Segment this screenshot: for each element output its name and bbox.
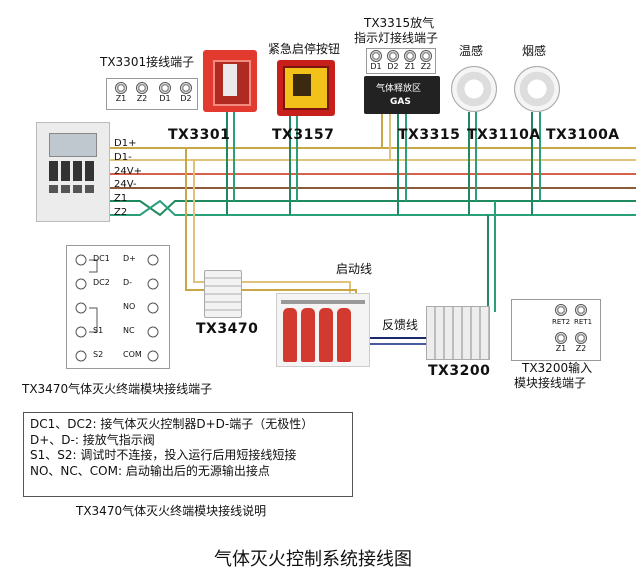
tx3470-notes-box: DC1、DC2: 接气体灭火控制器D+D-端子（无极性） D+、D-: 接放气指… xyxy=(23,412,353,497)
indicator-sign-text: 气体释放区 xyxy=(376,84,422,94)
module-label-com: COM xyxy=(123,350,142,359)
tx3200-terminal-title-line1: TX3200输入 xyxy=(522,361,593,375)
main-title: 气体灭火控制系统接线图 xyxy=(214,549,412,570)
indicator-sign-gas: GAS xyxy=(390,97,411,107)
tx3470-terminal-diagram: D+ D- NO NC COM DC1 DC2 S1 S2 xyxy=(66,245,170,369)
model-tx3470: TX3470 xyxy=(196,321,259,337)
bus-z2 xyxy=(108,199,636,216)
bus-label-24v-plus: 24V+ xyxy=(114,166,142,177)
tx3200-terminal-title-line2: 模块接线端子 xyxy=(514,376,587,390)
tx3315-title-line1: TX3315放气 xyxy=(364,16,435,30)
model-tx3301: TX3301 xyxy=(168,127,231,143)
model-tx3110a: TX3110A xyxy=(467,127,541,143)
model-tx3157: TX3157 xyxy=(272,127,335,143)
tx3200-terminal-block: RET2 RET1 Z1 Z2 xyxy=(511,299,601,361)
bus-label-z2: Z2 xyxy=(114,207,128,218)
gas-cylinder-rack xyxy=(276,293,370,367)
emergency-button-title: 紧急启停按钮 xyxy=(268,42,341,56)
tx3110a-heat-detector xyxy=(451,66,497,112)
module-label-s1: S1 xyxy=(93,326,104,335)
bus-z1 xyxy=(108,200,636,217)
tx3470-terminal-caption: TX3470气体灭火终端模块接线端子 xyxy=(22,382,213,396)
module-label-s2: S2 xyxy=(93,350,104,359)
note-line: S1、S2: 调试时不连接，投入运行后用短接线短接 xyxy=(30,448,297,462)
gas-cylinder xyxy=(319,308,333,362)
module-label-d-plus: D+ xyxy=(123,254,136,263)
feedback-line-label: 反馈线 xyxy=(382,318,419,332)
module-label-dc1: DC1 xyxy=(93,254,110,263)
gas-cylinder xyxy=(301,308,315,362)
gas-valve-manifold xyxy=(281,300,365,304)
tx3301-terminal-title: TX3301接线端子 xyxy=(100,55,195,69)
note-line: DC1、DC2: 接气体灭火控制器D+D-端子（无极性） xyxy=(30,417,314,431)
controller-buttons xyxy=(49,161,97,181)
temp-sensor-title: 温感 xyxy=(459,44,484,58)
tx3301-manual-alarm xyxy=(203,50,257,112)
gas-extinguishing-controller xyxy=(36,122,110,222)
tx3301-terminal-block: Z1 Z2 D1 D2 xyxy=(106,78,198,110)
tx3470-module xyxy=(204,270,242,318)
bus-label-z1: Z1 xyxy=(114,193,128,204)
tx3200-label-ret2: RET2 xyxy=(552,318,571,326)
notes-caption: TX3470气体灭火终端模块接线说明 xyxy=(76,504,267,518)
smoke-sensor-title: 烟感 xyxy=(522,44,547,58)
gas-cylinder xyxy=(337,308,351,362)
bus-label-24v-minus: 24V- xyxy=(114,179,137,190)
tx3315-title-line2: 指示灯接线端子 xyxy=(354,31,439,45)
controller-keypad xyxy=(49,185,97,193)
tx3315-terminal-block: D1 D2 Z1 Z2 xyxy=(366,48,436,74)
bus-label-d1-minus: D1- xyxy=(114,152,132,163)
bus-label-d1-plus: D1+ xyxy=(114,138,137,149)
tx3200-module xyxy=(426,306,490,360)
tx3200-label-ret1: RET1 xyxy=(574,318,593,326)
controller-display xyxy=(49,133,97,157)
model-tx3200: TX3200 xyxy=(428,363,491,379)
module-label-nc: NC xyxy=(123,326,135,335)
gas-cylinder xyxy=(283,308,297,362)
model-tx3100a: TX3100A xyxy=(546,127,620,143)
tx3157-emergency-button xyxy=(277,60,335,116)
module-label-d-minus: D- xyxy=(123,278,133,287)
start-line-label: 启动线 xyxy=(336,262,373,276)
tx3315-indicator-panel: 气体释放区 GAS xyxy=(364,76,440,114)
tx3100a-smoke-detector xyxy=(514,66,560,112)
module-label-dc2: DC2 xyxy=(93,278,110,287)
model-tx3315: TX3315 xyxy=(398,127,461,143)
note-line: D+、D-: 接放气指示阀 xyxy=(30,432,155,447)
note-line: NO、NC、COM: 启动输出后的无源输出接点 xyxy=(30,463,270,478)
module-label-no: NO xyxy=(123,302,136,311)
